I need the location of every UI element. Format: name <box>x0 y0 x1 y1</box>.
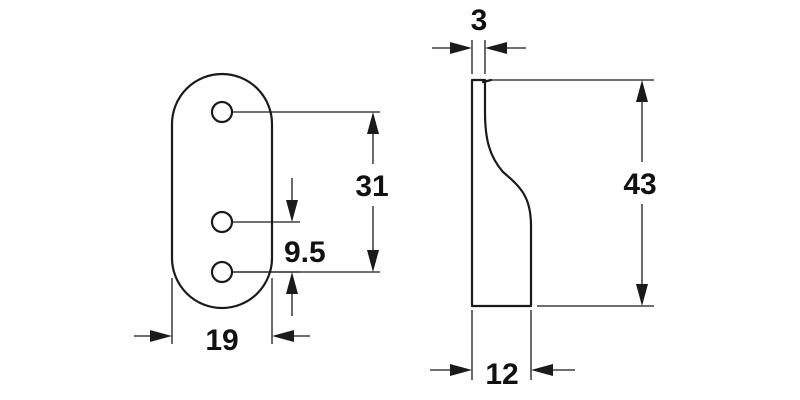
front-view <box>170 72 274 310</box>
hole-bottom <box>210 260 234 284</box>
dimension-12: 12 <box>430 310 575 391</box>
dim-hole-pitch-label: 9.5 <box>284 236 326 269</box>
dim-depth-label: 12 <box>485 358 518 391</box>
dim-thickness-label: 3 <box>471 4 488 37</box>
dimension-3: 3 <box>432 4 526 74</box>
dim-height-holes-label: 31 <box>355 170 388 203</box>
dim-overall-height-label: 43 <box>623 168 656 201</box>
dimension-19: 19 <box>134 278 310 357</box>
plate-outline <box>170 72 274 310</box>
dimension-43: 43 <box>491 79 657 307</box>
hole-top <box>210 100 234 124</box>
dimension-9-5: 9.5 <box>232 178 326 316</box>
profile-outline <box>470 78 533 308</box>
side-view <box>470 78 533 308</box>
hole-middle <box>210 210 234 234</box>
dim-width-label: 19 <box>205 324 238 357</box>
